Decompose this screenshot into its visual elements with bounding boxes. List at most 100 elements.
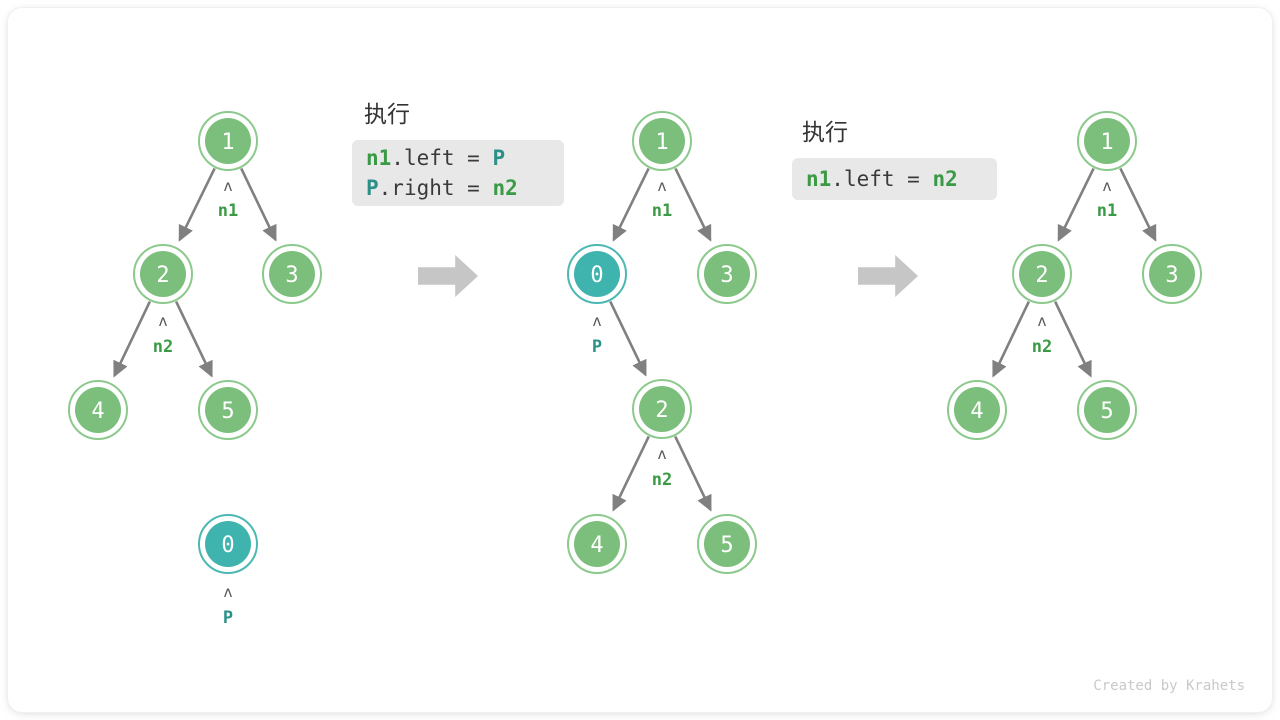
node-value: 4: [91, 399, 104, 424]
pointer-label-n2: n2: [1032, 337, 1052, 357]
node-fill: [574, 251, 620, 297]
code-token: P: [492, 146, 505, 170]
node-value: 2: [1035, 263, 1048, 288]
exec-label: 执行: [802, 119, 848, 145]
node-value: 4: [970, 399, 983, 424]
code-line: n1.left = P: [366, 146, 505, 170]
exec-label: 执行: [364, 101, 410, 127]
node-value: 1: [655, 130, 668, 155]
node-fill: [75, 387, 121, 433]
node-outer-ring: [632, 379, 692, 439]
tree-node-2: 2: [632, 379, 692, 439]
transition-arrow-1: [418, 255, 478, 297]
node-outer-ring: [262, 244, 322, 304]
code-token: P: [366, 176, 379, 200]
code-line: n1.left = n2: [806, 167, 958, 191]
pointer-label-n2: n2: [153, 337, 173, 357]
node-value: 4: [590, 533, 603, 558]
node-fill: [269, 251, 315, 297]
node-outer-ring: [198, 514, 258, 574]
tree-edge-node-2-to-node-5: [174, 300, 213, 378]
pointer-caret-icon: ʌ: [1037, 312, 1046, 330]
node-inner-ring: [700, 247, 754, 301]
node-outer-ring: [1012, 244, 1072, 304]
code-token: .left =: [391, 146, 492, 170]
node-outer-ring: [68, 380, 128, 440]
code-token: .right =: [379, 176, 493, 200]
node-outer-ring: [1077, 111, 1137, 171]
pointer-caret-icon: ʌ: [592, 312, 601, 330]
tree-edge-node-1-to-node-3: [240, 167, 277, 242]
tree-edge-node-1-to-node-2: [178, 167, 216, 242]
tree-node-4: 4: [68, 380, 128, 440]
tree-edge-node-1-to-node-3: [674, 167, 712, 242]
node-value: 5: [221, 399, 234, 424]
node-value: 5: [720, 533, 733, 558]
tree-edge-node-0-to-node-2: [609, 300, 647, 377]
pointer-caret-icon: ʌ: [657, 445, 666, 463]
edge-layer: [113, 167, 1157, 512]
node-inner-ring: [136, 247, 190, 301]
node-inner-ring: [1080, 114, 1134, 168]
node-fill: [205, 521, 251, 567]
pointer-caret-icon: ʌ: [657, 177, 666, 195]
tree-edge-node-2-to-node-4: [612, 435, 650, 512]
node-inner-ring: [1145, 247, 1199, 301]
node-outer-ring: [198, 380, 258, 440]
node-inner-ring: [71, 383, 125, 437]
node-outer-ring: [198, 111, 258, 171]
tree-node-5: 5: [697, 514, 757, 574]
node-inner-ring: [700, 517, 754, 571]
tree-node-0: 0: [567, 244, 627, 304]
pointer-label-P: P: [223, 608, 233, 628]
tree-edge-node-1-to-node-3: [1119, 167, 1157, 242]
node-outer-ring: [567, 514, 627, 574]
node-inner-ring: [1080, 383, 1134, 437]
tree-node-1: 1: [1077, 111, 1137, 171]
tree-edge-node-2-to-node-4: [992, 300, 1031, 378]
pointer-caret-icon: ʌ: [158, 312, 167, 330]
tree-node-3: 3: [262, 244, 322, 304]
node-inner-ring: [1015, 247, 1069, 301]
pointer-label-P: P: [592, 337, 602, 357]
tree-node-1: 1: [632, 111, 692, 171]
tree-node-1: 1: [198, 111, 258, 171]
node-outer-ring: [697, 244, 757, 304]
node-fill: [1019, 251, 1065, 297]
node-inner-ring: [265, 247, 319, 301]
node-outer-ring: [947, 380, 1007, 440]
node-value: 3: [1165, 263, 1178, 288]
code-token: .left =: [831, 167, 932, 191]
node-inner-ring: [201, 383, 255, 437]
node-value: 2: [156, 263, 169, 288]
node-value: 3: [285, 263, 298, 288]
tree-node-2: 2: [133, 244, 193, 304]
node-outer-ring: [632, 111, 692, 171]
tree-edge-node-2-to-node-4: [113, 300, 152, 378]
node-inner-ring: [635, 114, 689, 168]
tree-node-5: 5: [198, 380, 258, 440]
tree-node-4: 4: [567, 514, 627, 574]
tree-edge-node-1-to-node-2: [1057, 167, 1095, 242]
pointer-label-n1: n1: [218, 201, 238, 221]
tree-node-3: 3: [697, 244, 757, 304]
tree-node-3: 3: [1142, 244, 1202, 304]
node-fill: [140, 251, 186, 297]
node-fill: [639, 118, 685, 164]
watermark: Created by Krahets: [1093, 678, 1245, 694]
node-outer-ring: [1077, 380, 1137, 440]
node-fill: [1084, 387, 1130, 433]
node-inner-ring: [635, 382, 689, 436]
transition-layer: [418, 255, 918, 297]
code-block-background: [792, 158, 997, 200]
node-fill: [574, 521, 620, 567]
node-outer-ring: [1142, 244, 1202, 304]
node-outer-ring: [133, 244, 193, 304]
node-inner-ring: [950, 383, 1004, 437]
code-token: n2: [932, 167, 957, 191]
code-line: P.right = n2: [366, 176, 518, 200]
